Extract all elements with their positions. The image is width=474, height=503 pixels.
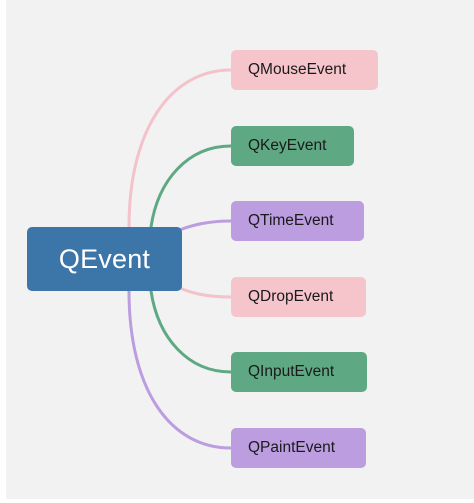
root-node-qevent[interactable]: QEvent [27,227,182,291]
child-node-qmouseevent[interactable]: QMouseEvent [231,50,378,90]
child-node-qtimeevent[interactable]: QTimeEvent [231,201,364,241]
connector-qinputevent [149,289,233,374]
connector-qdropevent [173,284,233,299]
child-node-qinputevent[interactable]: QInputEvent [231,352,367,392]
child-node-qkeyevent[interactable]: QKeyEvent [231,126,354,166]
connector-qtimeevent [173,219,233,234]
child-node-qdropevent[interactable]: QDropEvent [231,277,366,317]
connector-qmouseevent [127,68,233,229]
connector-qpaintevent [127,289,233,450]
connector-qkeyevent [149,144,233,229]
child-node-qpaintevent[interactable]: QPaintEvent [231,428,366,468]
